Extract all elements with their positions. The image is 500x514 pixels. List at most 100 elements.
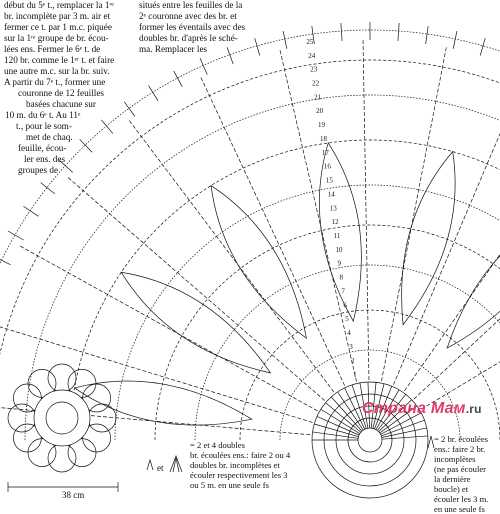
leaf-outline (73, 380, 253, 426)
leaf-spine (381, 47, 447, 382)
round-arc-3 (194, 264, 500, 441)
cluster-symbol-icon (169, 455, 183, 473)
round-number: 5 (345, 315, 349, 323)
flower-petal (13, 423, 42, 453)
round-arc-8 (0, 59, 500, 356)
round-number: 23 (310, 66, 318, 74)
center-stitch (381, 419, 425, 437)
round-number: 9 (338, 260, 342, 268)
edge-fan-stitch (148, 85, 159, 101)
center-stitch (344, 387, 366, 430)
edge-fan-stitch (173, 70, 183, 87)
edge-fan-stitch (452, 31, 458, 49)
edge-fan-stitch (282, 31, 288, 49)
center-stitch (378, 399, 412, 432)
edge-fan-stitch (101, 119, 114, 134)
flower-petal (13, 383, 42, 413)
round-number: 18 (320, 135, 328, 143)
watermark-logo: Страна Мам.ru (362, 400, 482, 417)
flower-petal (47, 443, 77, 473)
edge-fan-stitch (226, 47, 234, 65)
legend-two-stitch-cluster: = 2 br. écoulées ens.: faire 2 br. incom… (434, 434, 489, 514)
edge-fan-stitch (23, 205, 39, 217)
center-stitch (314, 423, 359, 438)
edge-fan-stitch (199, 57, 208, 75)
flower-petal (47, 363, 77, 393)
flower-petal (82, 383, 111, 413)
cluster-symbol-icon (146, 458, 154, 471)
two-stitch-symbol-icon (427, 435, 435, 449)
edge-fan-stitch (124, 101, 136, 117)
center-stitch (367, 382, 370, 429)
leaf-spine (19, 245, 318, 412)
round-arc-6 (69, 139, 500, 441)
round-number: 2 (351, 357, 355, 365)
center-stitch (325, 402, 362, 433)
edge-fan-stitch (254, 38, 261, 56)
flower-petal (67, 438, 97, 467)
round-number: 3 (349, 343, 353, 351)
center-stitch (381, 435, 428, 440)
flower-petal (87, 403, 117, 433)
round-number: 13 (330, 204, 338, 212)
flower-center (45, 401, 79, 435)
center-stitch (312, 431, 359, 439)
center-stitch (351, 384, 367, 429)
flower-petal (27, 438, 57, 467)
dimension-label: 38 cm (62, 490, 85, 500)
center-stitch (380, 412, 422, 435)
round-number: 21 (314, 93, 322, 101)
center-stitch (359, 382, 369, 429)
round-number: 7 (341, 287, 345, 295)
round-arc-5 (114, 184, 500, 441)
center-stitch (337, 391, 364, 431)
edge-fan-stitch (40, 182, 56, 195)
round-number: 16 (324, 163, 332, 171)
round-arc-4 (154, 224, 500, 441)
round-number: 17 (322, 149, 330, 157)
round-number: 6 (343, 301, 347, 309)
leaf-spine (0, 407, 311, 436)
center-stitch (381, 427, 427, 438)
edge-fan-stitch (397, 22, 400, 41)
center-stitch (379, 405, 418, 434)
edge-fan-stitch (59, 160, 73, 173)
flower-petal (7, 403, 37, 433)
center-stitch (330, 396, 363, 432)
edge-fan-stitch (79, 139, 93, 153)
leaf-spine (200, 77, 345, 386)
round-number: 19 (318, 121, 326, 129)
flower-petal (27, 369, 57, 398)
leaf-outline (446, 255, 500, 349)
leaf-spine (393, 132, 500, 385)
center-stitch (320, 408, 361, 434)
round-number: 1 (353, 371, 357, 379)
edge-fan-stitch (425, 26, 429, 44)
crochet-doily-diagram: 1234567891011121314151617181920212223242… (0, 22, 500, 499)
round-number: 20 (316, 107, 324, 115)
round-number: 8 (339, 274, 343, 282)
leaf-spine (362, 40, 370, 381)
round-number: 11 (334, 232, 341, 240)
leaf-outline (210, 184, 307, 340)
center-stitch (374, 386, 393, 430)
center-stitch (370, 382, 377, 429)
round-number: 4 (347, 329, 351, 337)
round-number: 12 (332, 218, 340, 226)
leaf-outline (319, 142, 362, 323)
center-stitch (375, 389, 400, 430)
round-arc-9 (0, 29, 500, 265)
flower-petal (82, 423, 111, 453)
edge-fan-stitch (479, 38, 486, 56)
round-number: 10 (336, 246, 344, 254)
center-stitch (377, 394, 406, 431)
edge-fan-stitch (7, 230, 24, 241)
center-stitch (316, 416, 360, 436)
leaf-outline (120, 271, 272, 374)
round-number: 14 (328, 190, 336, 198)
flower-inner-ring (33, 389, 91, 447)
round-arc-2 (239, 309, 500, 441)
leaf-spine (404, 253, 500, 392)
flower-petal (67, 369, 97, 398)
legend-cluster-stitch: = 2 et 4 doubles br. écoulées ens.: fair… (190, 440, 291, 490)
